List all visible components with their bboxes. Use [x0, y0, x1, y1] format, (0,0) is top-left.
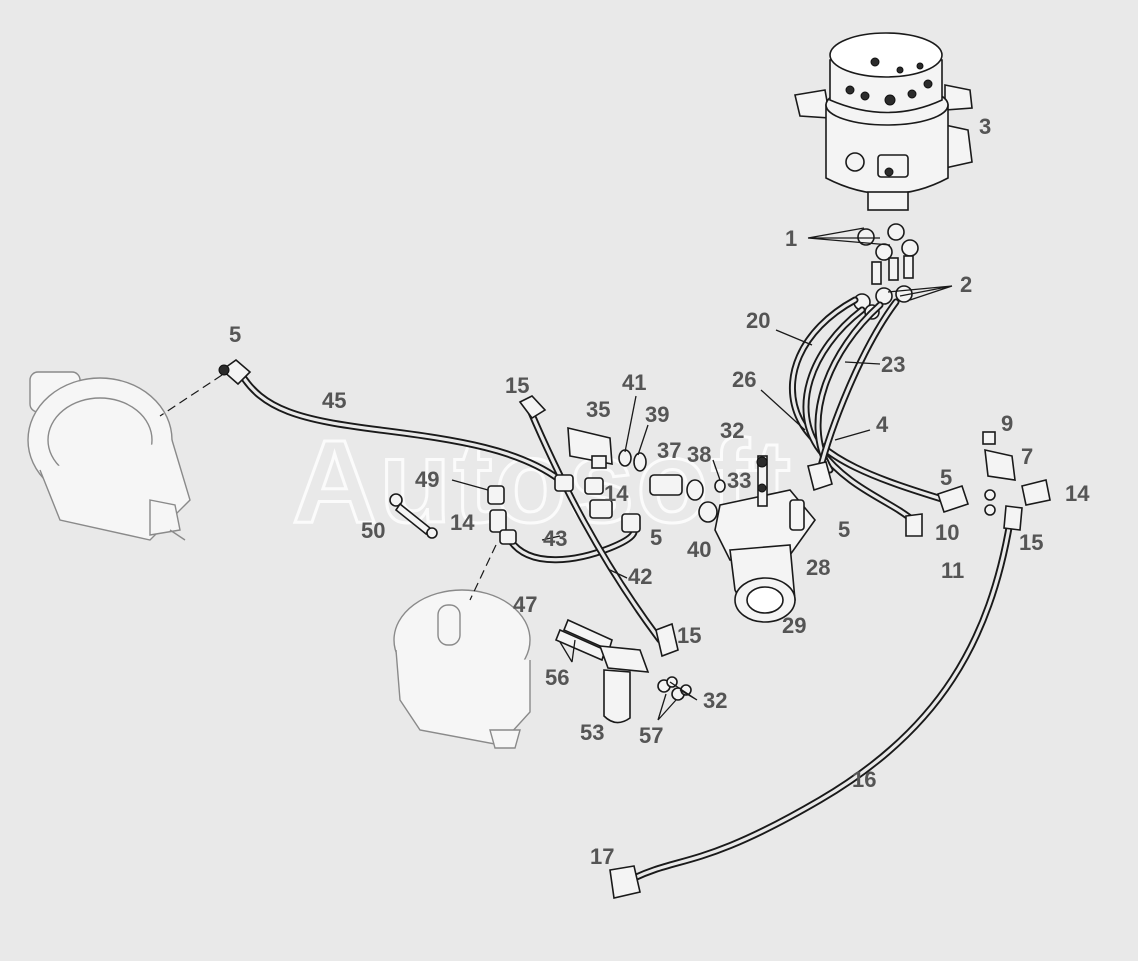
label-47: 47	[513, 592, 537, 617]
label-5-left: 5	[229, 322, 241, 347]
label-2: 2	[960, 272, 972, 297]
label-29: 29	[782, 613, 806, 638]
label-20: 20	[746, 308, 770, 333]
label-15-right: 15	[1019, 530, 1043, 555]
label-45: 45	[322, 388, 346, 413]
label-10: 10	[935, 520, 959, 545]
label-7: 7	[1021, 444, 1033, 469]
relay-valve	[714, 455, 817, 623]
part-labels: 1 2 3 4 5 5 5 5 7 9 10 11 14 14 14 15 15…	[229, 114, 1090, 869]
hose-lines	[236, 296, 1014, 884]
label-32-top: 32	[720, 418, 744, 443]
label-11: 11	[941, 558, 964, 583]
label-37: 37	[657, 438, 681, 463]
fittings	[218, 358, 1051, 899]
label-43: 43	[543, 526, 567, 551]
rotary-joint	[794, 32, 973, 211]
label-33: 33	[727, 468, 751, 493]
label-5-right: 5	[940, 465, 952, 490]
label-39: 39	[645, 402, 669, 427]
label-42: 42	[628, 564, 652, 589]
label-23: 23	[881, 352, 905, 377]
label-15-top: 15	[505, 373, 529, 398]
label-17: 17	[590, 844, 614, 869]
label-26: 26	[732, 367, 756, 392]
label-40: 40	[687, 537, 711, 562]
label-28: 28	[806, 555, 830, 580]
label-41: 41	[622, 370, 646, 395]
tee-connector	[982, 431, 1016, 516]
leader-lines	[451, 227, 953, 721]
label-5-center: 5	[650, 525, 662, 550]
label-49: 49	[415, 467, 439, 492]
label-14-center: 14	[604, 481, 629, 506]
left-brake-chamber	[27, 371, 191, 541]
label-16: 16	[852, 767, 876, 792]
label-57: 57	[639, 723, 663, 748]
dashed-link-lower	[469, 544, 497, 601]
label-56: 56	[545, 665, 569, 690]
label-14-right: 14	[1065, 481, 1090, 506]
label-50: 50	[361, 518, 385, 543]
bracket-50	[389, 493, 438, 539]
lower-brake-chamber	[393, 589, 531, 749]
label-3: 3	[979, 114, 991, 139]
label-38: 38	[687, 442, 711, 467]
label-4: 4	[876, 412, 889, 437]
dashed-link-left	[159, 374, 223, 417]
label-35: 35	[586, 397, 610, 422]
label-9: 9	[1001, 411, 1013, 436]
label-32-bottom: 32	[703, 688, 727, 713]
label-1: 1	[785, 226, 797, 251]
label-15-middle: 15	[677, 623, 701, 648]
valve-53-assembly	[554, 618, 692, 724]
label-14-left: 14	[450, 510, 475, 535]
label-5-valve: 5	[838, 517, 850, 542]
label-53: 53	[580, 720, 604, 745]
